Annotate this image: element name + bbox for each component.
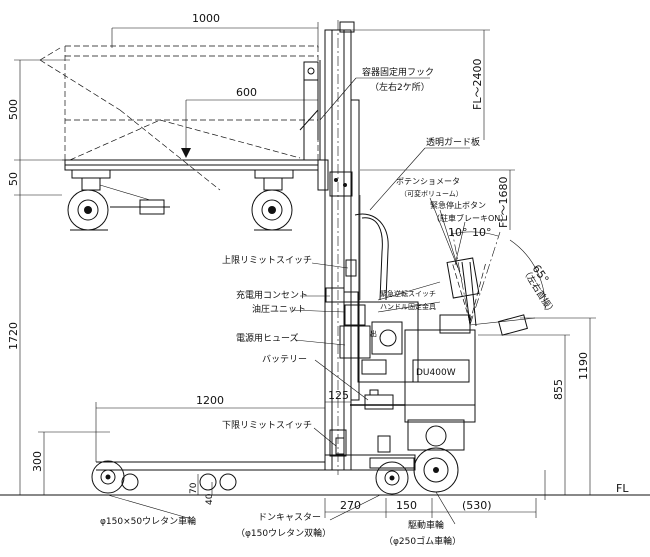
- dim-50: 50: [7, 172, 20, 186]
- dim-fl: FL: [616, 482, 629, 495]
- container-caster-left: [67, 169, 111, 231]
- label-hook: 容器固定用フック: [362, 66, 434, 78]
- container-caster-right: [251, 169, 294, 231]
- dim-fl2400: FL～2400: [471, 59, 484, 110]
- label-parking-brake: （駐車ブレーキON）: [432, 213, 508, 223]
- dim-600: 600: [236, 86, 257, 99]
- dim-125: 125: [328, 389, 349, 402]
- dim-150: 150: [396, 499, 417, 512]
- label-front-wheel: φ150×50ウレタン車輪: [100, 515, 196, 527]
- dim-1000: 1000: [192, 12, 220, 25]
- main-body: 出: [357, 301, 419, 383]
- charge-outlet: [325, 287, 359, 303]
- label-drive-wheel: 駆動車輪: [408, 519, 444, 531]
- label-battery: バッテリー: [262, 354, 307, 365]
- swing-arc: [509, 239, 546, 311]
- front-wheel: [91, 460, 237, 494]
- dim-300: 300: [31, 451, 44, 472]
- label-hook-sub: （左右2ケ所）: [370, 81, 430, 93]
- label-charge-outlet: 充電用コンセント: [236, 289, 308, 301]
- dim-500: 500: [7, 99, 20, 120]
- label-hydraulic-unit: 油圧ユニット: [252, 303, 306, 315]
- dim-530: (530): [462, 499, 492, 512]
- rear-caster: [369, 457, 415, 495]
- mast: [324, 20, 360, 475]
- hydraulic-unit: [339, 304, 371, 359]
- label-guard: 透明ガード板: [426, 136, 480, 148]
- dim-270: 270: [340, 499, 361, 512]
- container-outline: [39, 45, 320, 191]
- label-model: DU400W: [416, 368, 456, 378]
- handle-arm: [446, 229, 536, 336]
- dim-855: 855: [552, 379, 565, 400]
- angle-10-left: 10°: [448, 226, 468, 239]
- battery-box: [364, 389, 394, 410]
- dim-40: 40: [205, 493, 215, 505]
- dim-1190: 1190: [577, 352, 590, 380]
- label-upper-limit: 上限リミットスイッチ: [222, 255, 312, 266]
- dimension-lines: [14, 22, 596, 518]
- dim-fl1680: FL～1680: [497, 177, 510, 228]
- drive-unit: [407, 419, 465, 493]
- component-labels: 容器固定用フック （左右2ケ所） 透明ガード板 ポテンショメータ （可変ボリュー…: [100, 66, 558, 547]
- dim-70: 70: [189, 482, 199, 494]
- dim-1720: 1720: [7, 322, 20, 350]
- label-reverse-switch: 緊急逆転スイッチ: [380, 289, 436, 298]
- angle-10-right: 10°: [472, 226, 492, 239]
- lower-limit-switch: [335, 437, 345, 455]
- container-frame: [64, 61, 319, 171]
- label-potentiometer: ポテンショメータ: [396, 177, 460, 186]
- container-brake: [99, 184, 170, 215]
- floor-line: [0, 470, 650, 500]
- label-caster-sub: （φ150ウレタン双輪）: [236, 527, 331, 539]
- dim-1200: 1200: [196, 394, 224, 407]
- control-body: [404, 314, 476, 423]
- dimension-texts: 1000 600 500 50 1720 1200 300 125 270 15…: [7, 12, 629, 512]
- label-lower-limit: 下限リミットスイッチ: [222, 420, 312, 431]
- label-potentiometer-sub: （可変ボリューム）: [400, 189, 463, 198]
- label-fuse: 電源用ヒューズ: [236, 332, 299, 344]
- label-drive-wheel-sub: （φ250ゴム車輪）: [384, 535, 461, 547]
- guard-plate: [354, 195, 389, 301]
- base-frame: [96, 404, 416, 471]
- center-of-gravity-arrow: [181, 100, 191, 158]
- label-emergency-stop: 緊急停止ボタン: [430, 200, 486, 210]
- carriage: [317, 60, 353, 197]
- label-caster: ドンキャスター: [258, 512, 321, 523]
- svg-text:出: 出: [370, 329, 377, 338]
- leader-lines: [107, 77, 470, 525]
- label-handle-lock: ハンドル固定金具: [380, 302, 436, 311]
